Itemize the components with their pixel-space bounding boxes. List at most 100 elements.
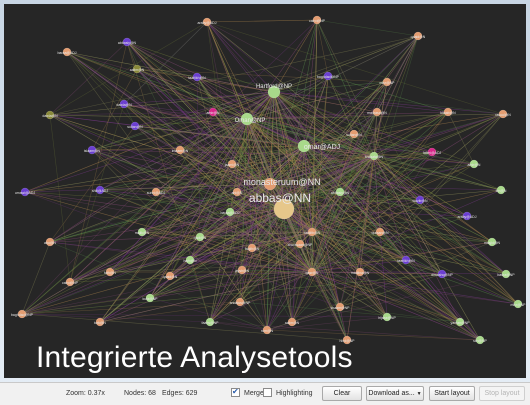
network-graph[interactable]: abbas@NNmonasteruum@NNomar@ADJHartford@N… xyxy=(4,4,526,378)
graph-node[interactable] xyxy=(122,37,132,47)
graph-node[interactable] xyxy=(382,312,392,322)
graph-node[interactable] xyxy=(382,77,392,87)
graph-node[interactable] xyxy=(498,109,508,119)
graph-edge xyxy=(169,133,355,277)
graph-edge xyxy=(199,236,313,273)
graph-node[interactable] xyxy=(208,107,218,117)
graph-node[interactable] xyxy=(225,207,235,217)
graph-node[interactable] xyxy=(165,271,175,281)
graph-node[interactable] xyxy=(65,277,75,287)
graph-node[interactable] xyxy=(307,227,317,237)
graph-node[interactable] xyxy=(247,243,257,253)
graph-node[interactable] xyxy=(487,237,497,247)
graph-edge xyxy=(209,35,419,323)
graph-edge xyxy=(206,21,313,233)
graph-node[interactable] xyxy=(132,64,142,74)
graph-edge xyxy=(109,118,248,273)
graph-node[interactable] xyxy=(202,17,212,27)
graph-node[interactable] xyxy=(455,317,465,327)
graph-node[interactable] xyxy=(427,147,437,157)
graph-node[interactable] xyxy=(119,99,129,109)
start-layout-button[interactable]: Start layout xyxy=(429,386,475,401)
graph-edge xyxy=(311,271,481,341)
graph-node[interactable] xyxy=(232,187,242,197)
graph-node[interactable] xyxy=(437,269,447,279)
graph-node[interactable] xyxy=(267,85,281,99)
graph-node[interactable] xyxy=(513,299,523,309)
stop-layout-button[interactable]: Stop layout xyxy=(479,386,525,401)
graph-node[interactable] xyxy=(349,129,359,139)
graph-edge xyxy=(69,151,433,283)
graph-node[interactable] xyxy=(297,139,311,153)
graph-edge xyxy=(126,41,407,261)
node-label-small: madiina@N xyxy=(351,271,370,275)
graph-node[interactable] xyxy=(443,107,453,117)
highlighting-checkbox[interactable] xyxy=(263,388,272,397)
graph-node[interactable] xyxy=(151,187,161,197)
graph-node[interactable] xyxy=(87,145,97,155)
graph-node[interactable] xyxy=(17,309,27,319)
graph-edge xyxy=(196,76,201,238)
graph-node[interactable] xyxy=(295,239,305,249)
graph-node[interactable] xyxy=(20,187,30,197)
clear-button[interactable]: Clear xyxy=(322,386,362,401)
graph-edge xyxy=(273,91,355,135)
graph-node[interactable] xyxy=(342,335,352,345)
graph-node[interactable] xyxy=(335,187,345,197)
graph-edge xyxy=(66,51,313,233)
graph-node[interactable] xyxy=(375,227,385,237)
graph-node[interactable] xyxy=(501,269,511,279)
graph-node[interactable] xyxy=(273,198,295,220)
graph-node[interactable] xyxy=(415,195,425,205)
graph-node[interactable] xyxy=(175,145,185,155)
graph-node[interactable] xyxy=(262,325,272,335)
graph-node[interactable] xyxy=(496,185,506,195)
graph-node[interactable] xyxy=(469,159,479,169)
graph-edge xyxy=(206,21,504,115)
graph-edge xyxy=(373,155,388,318)
graph-edge xyxy=(109,113,504,273)
graph-node[interactable] xyxy=(195,232,205,242)
graph-edge xyxy=(49,118,248,243)
graph-node[interactable] xyxy=(355,267,365,277)
graph-node[interactable] xyxy=(307,267,317,277)
graph-node[interactable] xyxy=(205,317,215,327)
graph-edge xyxy=(179,19,318,151)
graph-node[interactable] xyxy=(287,317,297,327)
graph-node[interactable] xyxy=(227,159,237,169)
graph-edge xyxy=(346,81,388,341)
graph-node[interactable] xyxy=(413,31,423,41)
graph-node[interactable] xyxy=(192,72,202,82)
node-label-small: aalim@N xyxy=(285,321,300,325)
graph-node[interactable] xyxy=(45,237,55,247)
graph-node[interactable] xyxy=(462,211,472,221)
graph-node[interactable] xyxy=(369,151,379,161)
graph-node[interactable] xyxy=(105,267,115,277)
node-label-small: taariikh@N xyxy=(397,259,415,263)
merge-checkbox[interactable] xyxy=(231,387,240,397)
graph-nodes[interactable] xyxy=(17,15,523,345)
graph-edge xyxy=(246,118,271,185)
graph-node[interactable] xyxy=(372,107,382,117)
graph-edge xyxy=(206,21,305,147)
graph-node[interactable] xyxy=(335,302,345,312)
node-label-small: aalim@N xyxy=(130,68,145,72)
graph-node[interactable] xyxy=(312,15,322,25)
graph-node[interactable] xyxy=(401,255,411,265)
graph-node[interactable] xyxy=(323,71,333,81)
graph-node[interactable] xyxy=(95,317,105,327)
graph-node[interactable] xyxy=(475,335,485,345)
graph-node[interactable] xyxy=(263,177,277,191)
graph-node[interactable] xyxy=(237,265,247,275)
graph-node[interactable] xyxy=(45,110,55,120)
graph-node[interactable] xyxy=(62,47,72,57)
graph-node[interactable] xyxy=(95,185,105,195)
graph-node[interactable] xyxy=(137,227,147,237)
graph-node[interactable] xyxy=(130,121,140,131)
graph-node[interactable] xyxy=(145,293,155,303)
download-as-button[interactable]: Download as... ▼ xyxy=(366,386,424,401)
graph-node[interactable] xyxy=(185,255,195,265)
graph-node[interactable] xyxy=(235,297,245,307)
graph-node[interactable] xyxy=(240,112,254,126)
